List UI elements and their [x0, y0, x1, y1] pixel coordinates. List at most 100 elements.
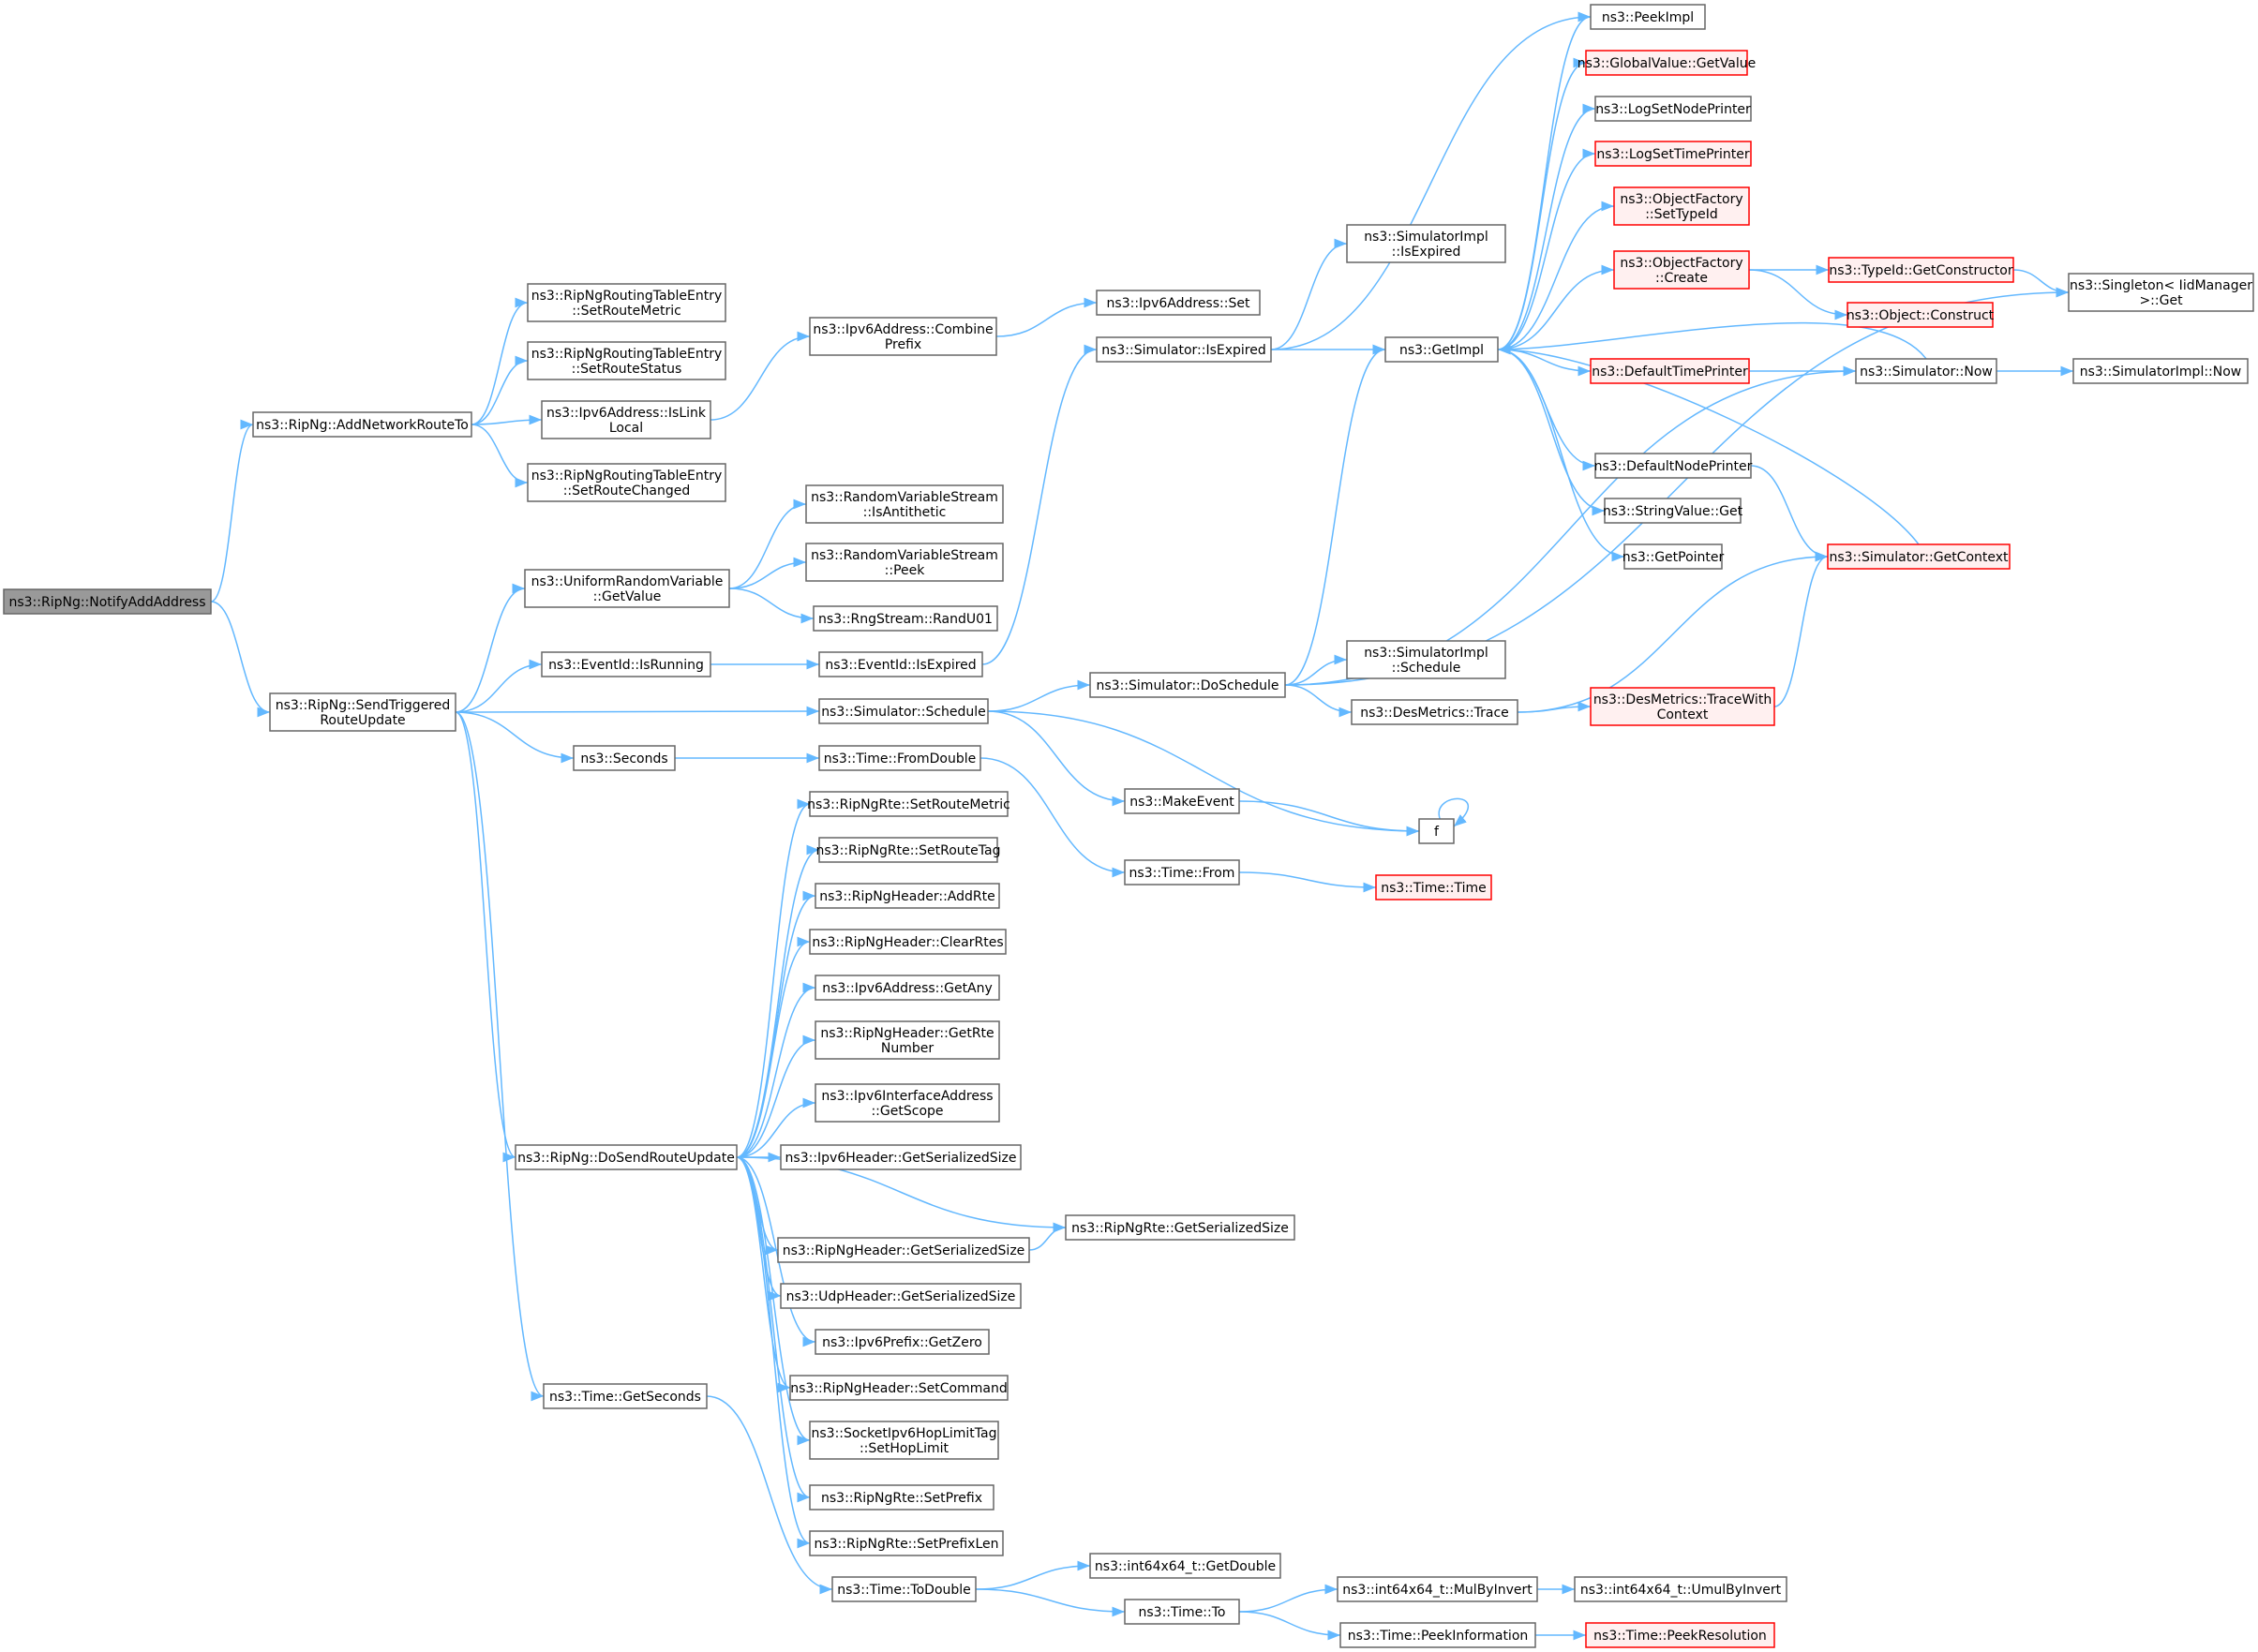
node-i64GetDouble[interactable]: ns3::int64x64_t::GetDouble: [1089, 1553, 1281, 1579]
node-simImplIsExpired[interactable]: ns3::SimulatorImpl::IsExpired: [1346, 224, 1506, 263]
node-peekImpl[interactable]: ns3::PeekImpl: [1590, 4, 1706, 30]
node-f[interactable]: f: [1418, 818, 1455, 844]
node-eventIsExpired[interactable]: ns3::EventId::IsExpired: [818, 651, 983, 677]
edge-doSend-rteSetPrefix: [736, 1156, 811, 1503]
node-label: ns3::RipNgRte::SetRouteMetric: [807, 797, 1010, 812]
node-box: [541, 400, 711, 439]
node-label: ns3::RipNgHeader::SetCommand: [790, 1381, 1007, 1396]
node-timeTo[interactable]: ns3::Time::To: [1124, 1599, 1240, 1625]
edge-doSend-rteSetPrefixLen: [736, 1156, 811, 1549]
node-box: [1594, 141, 1752, 167]
node-getImpl[interactable]: ns3::GetImpl: [1384, 336, 1499, 363]
node-seconds[interactable]: ns3::Seconds: [573, 745, 676, 771]
node-logSetTimePrinter[interactable]: ns3::LogSetTimePrinter: [1594, 141, 1752, 167]
node-timeFromDouble[interactable]: ns3::Time::FromDouble: [818, 745, 981, 771]
node-hdrSerSize[interactable]: ns3::RipNgHeader::GetSerializedSize: [777, 1237, 1030, 1263]
node-simDoSchedule[interactable]: ns3::Simulator::DoSchedule: [1089, 672, 1286, 698]
node-simGetContext[interactable]: ns3::Simulator::GetContext: [1827, 543, 2011, 570]
node-rvsPeek[interactable]: ns3::RandomVariableStream::Peek: [805, 543, 1004, 582]
node-doSend[interactable]: ns3::RipNg::DoSendRouteUpdate: [515, 1144, 738, 1170]
edge-doSend-hdrClearRtes: [736, 936, 811, 1158]
node-root[interactable]: ns3::RipNg::NotifyAddAddress: [3, 588, 212, 615]
node-ipv6HdrSize[interactable]: ns3::Ipv6Header::GetSerializedSize: [780, 1144, 1022, 1170]
node-typeIdGetCtor[interactable]: ns3::TypeId::GetConstructor: [1828, 257, 2014, 283]
node-globalGetValue[interactable]: ns3::GlobalValue::GetValue: [1578, 50, 1756, 76]
node-box: [1337, 1576, 1538, 1602]
node-rteSetRouteTag[interactable]: ns3::RipNgRte::SetRouteTag: [816, 837, 1001, 863]
node-box: [809, 791, 1009, 817]
node-rteSetMetric[interactable]: ns3::RipNgRoutingTableEntry::SetRouteMet…: [527, 283, 726, 322]
node-rteSetRouteMetric[interactable]: ns3::RipNgRte::SetRouteMetric: [807, 791, 1010, 817]
node-prefixGetZero[interactable]: ns3::Ipv6Prefix::GetZero: [815, 1329, 990, 1355]
node-makeEvent[interactable]: ns3::MakeEvent: [1124, 788, 1240, 814]
node-box: [818, 698, 989, 724]
node-rteSetStatus[interactable]: ns3::RipNgRoutingTableEntry::SetRouteSta…: [527, 341, 726, 380]
edge-sendTriggered-simSchedule: [455, 706, 820, 717]
node-defaultTimePrinter[interactable]: ns3::DefaultTimePrinter: [1590, 358, 1750, 384]
node-box: [815, 1083, 1000, 1123]
node-timeTime[interactable]: ns3::Time::Time: [1375, 874, 1492, 900]
node-label: ns3::Simulator::Now: [1860, 365, 1993, 380]
node-hdrClearRtes[interactable]: ns3::RipNgHeader::ClearRtes: [809, 929, 1007, 955]
node-simNow[interactable]: ns3::Simulator::Now: [1855, 358, 1997, 384]
edge-sendTriggered-doSend: [455, 711, 516, 1163]
node-label: ns3::PeekImpl: [1602, 10, 1694, 25]
node-urvGetValue[interactable]: ns3::UniformRandomVariable::GetValue: [524, 569, 730, 608]
edge-sendTriggered-urvGetValue: [455, 583, 526, 713]
node-ofCreate[interactable]: ns3::ObjectFactory::Create: [1613, 250, 1750, 290]
node-ifaceGetScope[interactable]: ns3::Ipv6InterfaceAddress::GetScope: [815, 1083, 1000, 1123]
node-label: ns3::RipNgRte::GetSerializedSize: [1071, 1221, 1289, 1236]
edge-getImpl-logSetNodePrinter: [1497, 103, 1596, 350]
node-rteSerSize[interactable]: ns3::RipNgRte::GetSerializedSize: [1065, 1214, 1295, 1241]
node-peekInformation[interactable]: ns3::Time::PeekInformation: [1339, 1622, 1536, 1648]
node-box: [1613, 250, 1750, 290]
node-hopLimit[interactable]: ns3::SocketIpv6HopLimitTag::SetHopLimit: [809, 1421, 999, 1460]
node-label: ns3::int64x64_t::MulByInvert: [1342, 1583, 1533, 1598]
node-timeGetSeconds[interactable]: ns3::Time::GetSeconds: [543, 1383, 708, 1409]
node-simIsExpired[interactable]: ns3::Simulator::IsExpired: [1096, 336, 1272, 363]
node-ofSetTypeId[interactable]: ns3::ObjectFactory::SetTypeId: [1613, 186, 1750, 226]
node-ipv6GetAny[interactable]: ns3::Ipv6Address::GetAny: [815, 975, 1000, 1001]
node-umulByInvert[interactable]: ns3::int64x64_t::UmulByInvert: [1574, 1576, 1787, 1602]
node-box: [809, 929, 1007, 955]
node-eventIsRunning[interactable]: ns3::EventId::IsRunning: [541, 651, 711, 677]
node-singletonGet[interactable]: ns3::Singleton< IidManager >::Get: [2068, 273, 2254, 312]
node-mulByInvert[interactable]: ns3::int64x64_t::MulByInvert: [1337, 1576, 1538, 1602]
node-simSchedule[interactable]: ns3::Simulator::Schedule: [818, 698, 989, 724]
node-rteSetPrefix[interactable]: ns3::RipNgRte::SetPrefix: [809, 1484, 994, 1511]
edge-timeFromDouble-timeFrom: [979, 757, 1126, 878]
node-label: ns3::RipNgHeader::GetSerializedSize: [783, 1243, 1025, 1258]
node-ipv6Set[interactable]: ns3::Ipv6Address::Set: [1096, 290, 1261, 316]
node-hdrAddRte[interactable]: ns3::RipNgHeader::AddRte: [815, 883, 1000, 909]
node-hdrSetCommand[interactable]: ns3::RipNgHeader::SetCommand: [789, 1375, 1009, 1401]
node-addNet[interactable]: ns3::RipNg::AddNetworkRouteTo: [252, 411, 472, 438]
node-box: [1096, 290, 1261, 316]
node-rteSetChanged[interactable]: ns3::RipNgRoutingTableEntry::SetRouteCha…: [527, 463, 726, 502]
node-box: [527, 341, 726, 380]
node-rvsIsAntithetic[interactable]: ns3::RandomVariableStream::IsAntithetic: [805, 484, 1004, 524]
node-simImplSchedule[interactable]: ns3::SimulatorImpl::Schedule: [1346, 640, 1506, 679]
node-peekResolution[interactable]: ns3::Time::PeekResolution: [1585, 1622, 1775, 1648]
edge-timeGetSeconds-timeToDouble: [706, 1395, 833, 1595]
node-box: [1585, 1622, 1775, 1648]
node-timeFrom[interactable]: ns3::Time::From: [1124, 859, 1240, 886]
node-logSetNodePrinter[interactable]: ns3::LogSetNodePrinter: [1594, 96, 1752, 122]
node-randU01[interactable]: ns3::RngStream::RandU01: [813, 605, 998, 632]
node-rteSetPrefixLen[interactable]: ns3::RipNgRte::SetPrefixLen: [809, 1530, 1004, 1556]
node-timeToDouble[interactable]: ns3::Time::ToDouble: [831, 1576, 977, 1602]
node-defaultNodePrinter[interactable]: ns3::DefaultNodePrinter: [1594, 453, 1753, 479]
node-getPointer[interactable]: ns3::GetPointer: [1622, 543, 1725, 570]
node-label: Local: [609, 421, 643, 436]
node-stringValueGet[interactable]: ns3::StringValue::Get: [1603, 498, 1743, 524]
node-desTrace[interactable]: ns3::DesMetrics::Trace: [1351, 699, 1518, 725]
node-objConstruct[interactable]: ns3::Object::Construct: [1847, 302, 1995, 328]
node-udpSerSize[interactable]: ns3::UdpHeader::GetSerializedSize: [780, 1283, 1022, 1309]
node-box: [789, 1375, 1009, 1401]
node-simImplNow[interactable]: ns3::SimulatorImpl::Now: [2072, 358, 2249, 384]
